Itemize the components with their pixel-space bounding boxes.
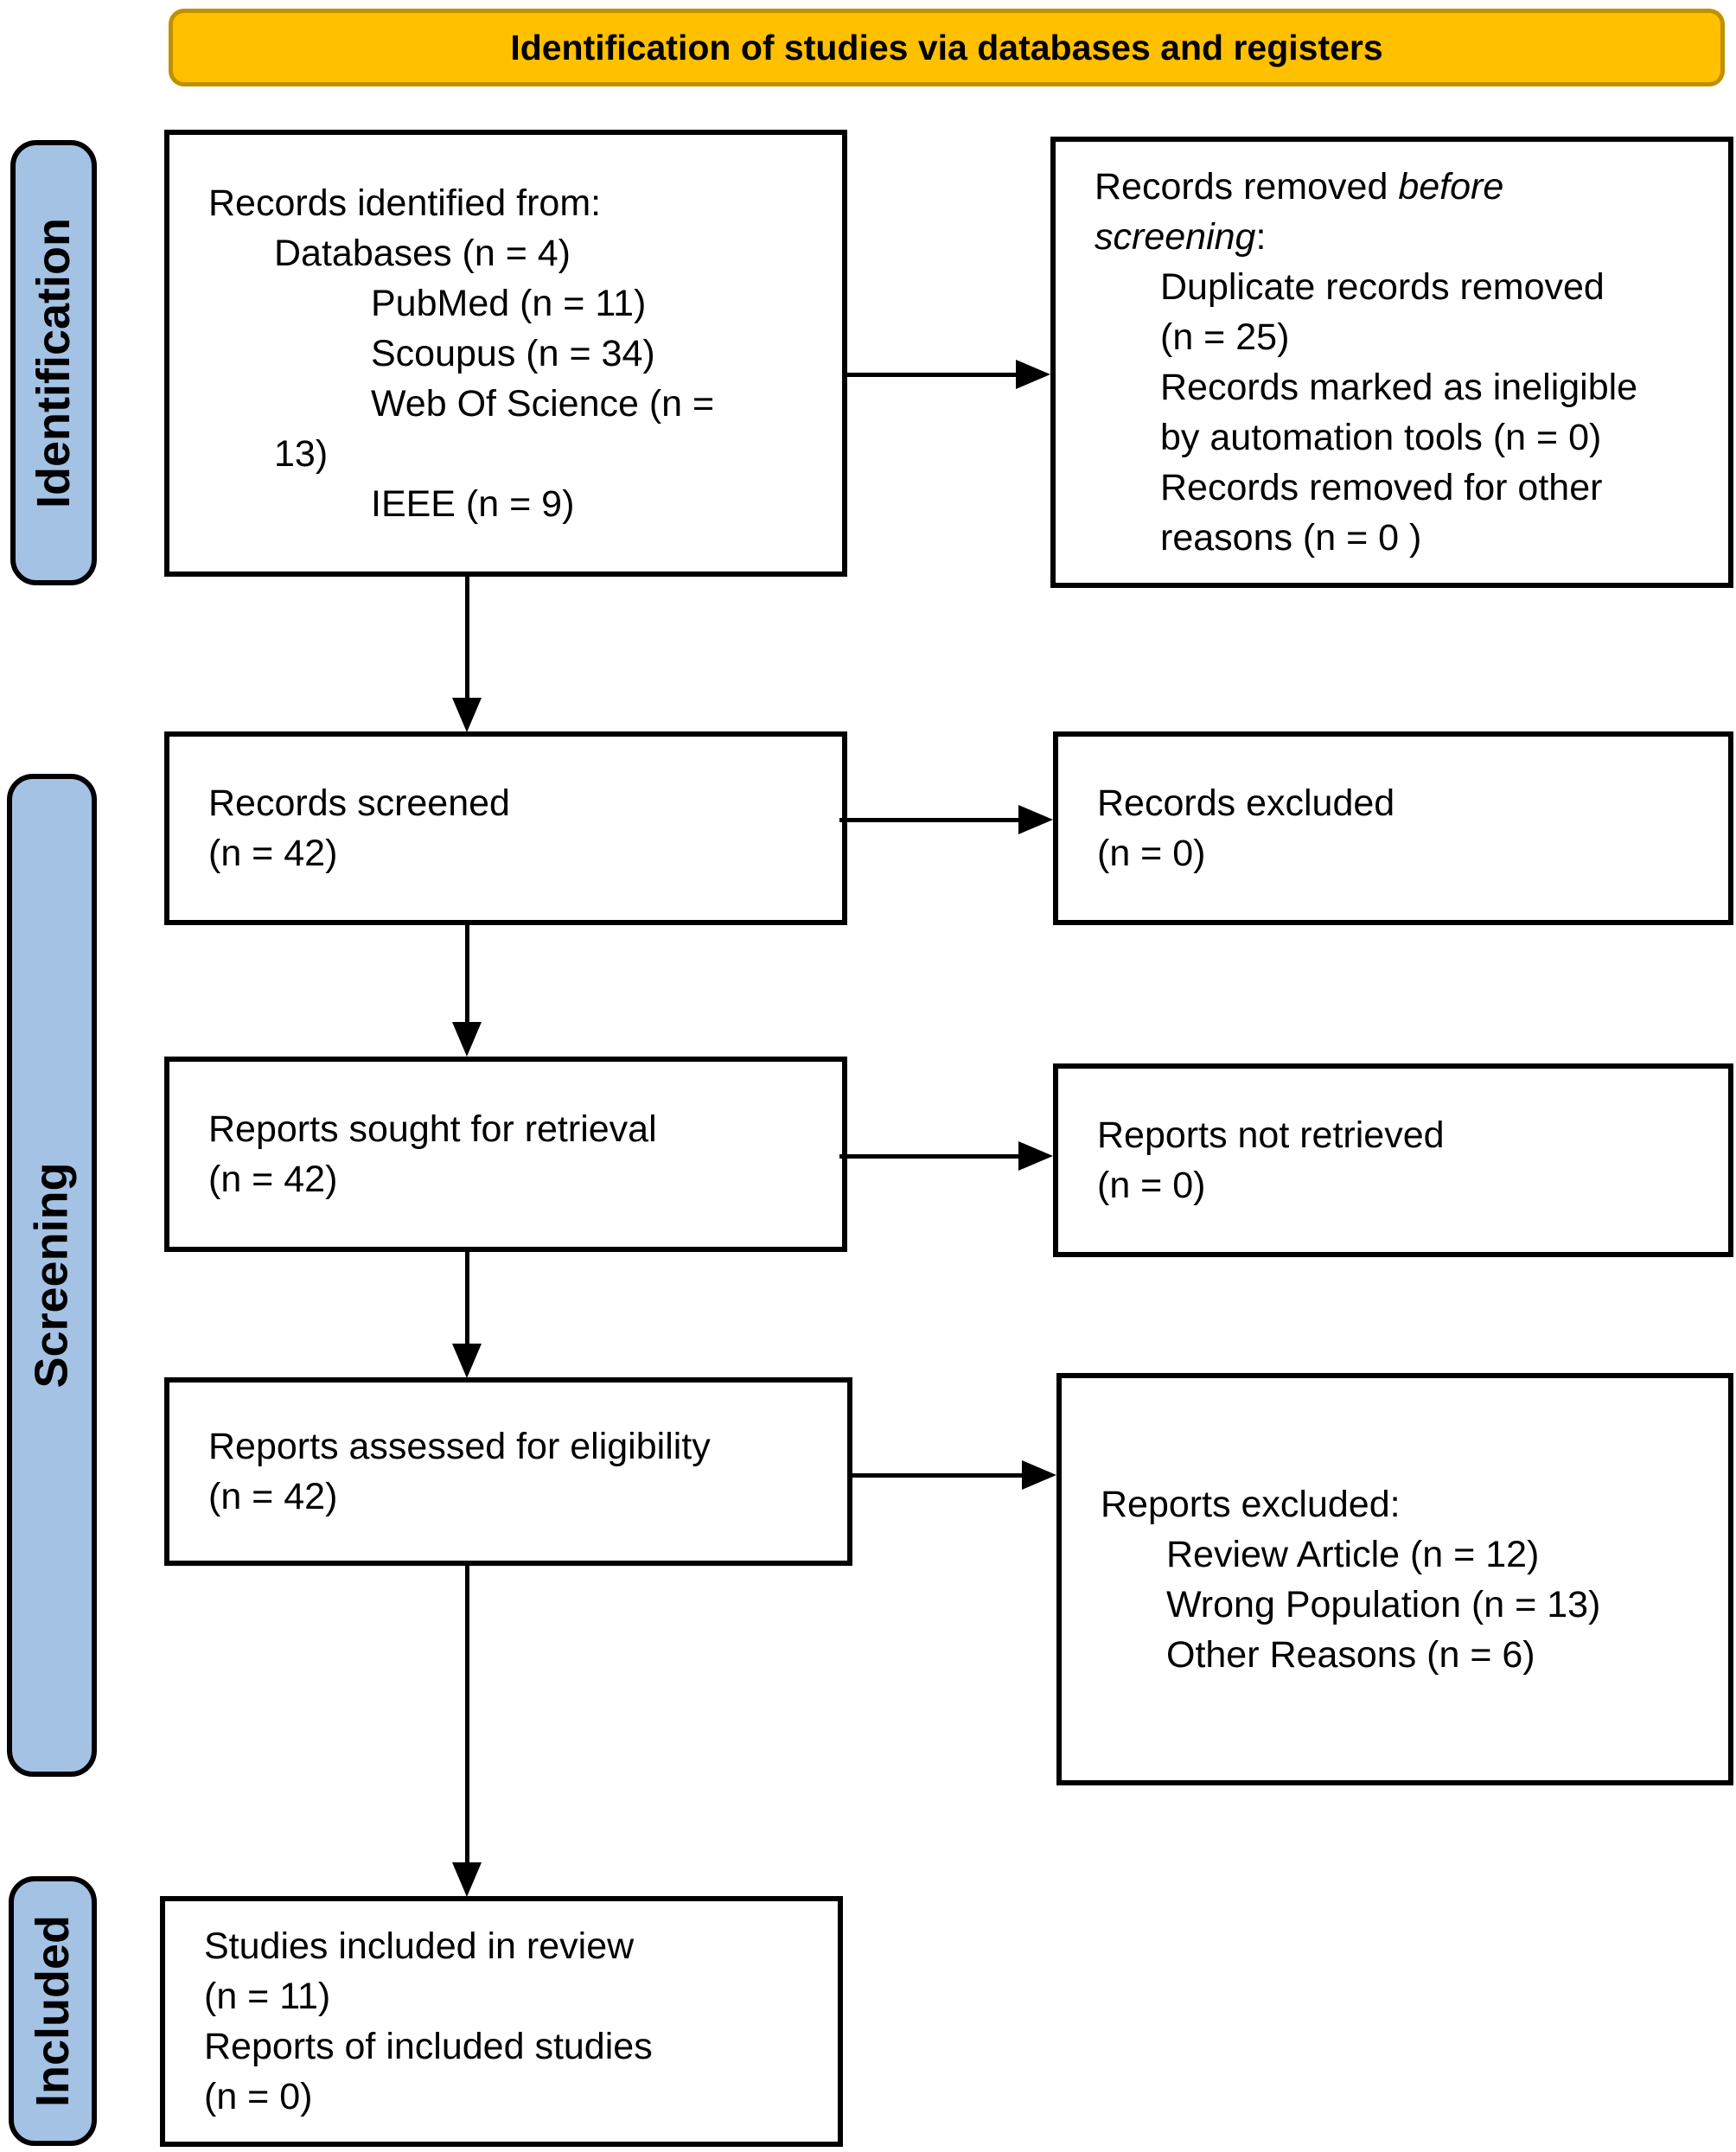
arrow-shaft <box>839 1154 1019 1159</box>
box-line: (n = 0) <box>1097 833 1206 874</box>
box-line: Databases (n = 4) <box>274 232 571 274</box>
phase-label-identification: Identification <box>10 140 97 585</box>
arrow-assessed-to-included <box>450 1566 484 1897</box>
box-line: 13) <box>274 432 329 475</box>
box-line: (n = 25) <box>1160 316 1290 358</box>
box-line: PubMed (n = 11) <box>371 282 647 324</box>
arrow-head-right <box>1018 1141 1053 1171</box>
box-line: Wrong Population (n = 13) <box>1166 1583 1601 1625</box>
arrow-screened-to-excluded <box>839 802 1053 837</box>
arrow-sought-to-assessed <box>450 1252 484 1378</box>
box-line: IEEE (n = 9) <box>371 482 575 525</box>
box-line: Duplicate records removed <box>1160 266 1605 308</box>
phase-label-screening-text: Screening <box>26 1162 78 1389</box>
arrow-shaft <box>465 1252 469 1344</box>
box-reports-not-retrieved: Reports not retrieved (n = 0) <box>1053 1063 1733 1257</box>
box-line: Records marked as ineligible <box>1160 367 1638 408</box>
box-line: Records removed before <box>1095 166 1504 208</box>
box-line: reasons (n = 0 ) <box>1160 517 1422 559</box>
arrow-head-right <box>1016 360 1050 389</box>
box-line: Records removed for other <box>1160 467 1603 508</box>
arrow-head-down <box>452 1344 482 1378</box>
arrow-shaft <box>852 1473 1023 1478</box>
arrow-head-down <box>452 1862 482 1897</box>
arrow-shaft <box>839 818 1019 822</box>
box-line: Scoupus (n = 34) <box>371 332 655 374</box>
arrow-screened-to-sought <box>450 925 484 1057</box>
arrow-head-down <box>452 1022 482 1057</box>
box-line: Other Reasons (n = 6) <box>1166 1633 1535 1676</box>
phase-label-screening: Screening <box>7 774 97 1777</box>
box-records-screened: Records screened (n = 42) <box>164 731 847 925</box>
box-line: Records excluded <box>1097 782 1395 824</box>
arrow-shaft <box>465 1566 469 1863</box>
box-line: Web Of Science (n = <box>371 382 715 425</box>
box-line: (n = 42) <box>208 833 338 874</box>
box-line: screening: <box>1095 216 1267 258</box>
box-line: Reports assessed for eligibility <box>208 1426 711 1467</box>
arrow-identified-to-removed <box>847 357 1050 392</box>
box-reports-sought: Reports sought for retrieval (n = 42) <box>164 1057 847 1252</box>
box-line: (n = 11) <box>204 1976 331 2017</box>
arrow-shaft <box>465 925 469 1023</box>
box-line: Records identified from: <box>208 182 602 224</box>
box-reports-assessed: Reports assessed for eligibility (n = 42… <box>164 1377 852 1566</box>
box-records-removed: Records removed before screening: Duplic… <box>1050 137 1733 588</box>
box-reports-excluded: Reports excluded: Review Article (n = 12… <box>1056 1373 1733 1785</box>
box-line: (n = 0) <box>1097 1165 1206 1206</box>
box-line: Studies included in review <box>204 1925 635 1967</box>
arrow-head-down <box>452 698 482 732</box>
diagram-title: Identification of studies via databases … <box>510 27 1383 67</box>
box-records-excluded: Records excluded (n = 0) <box>1053 731 1733 925</box>
box-line: Review Article (n = 12) <box>1166 1533 1540 1575</box>
box-records-identified: Records identified from: Databases (n = … <box>164 130 847 577</box>
phase-label-included-text: Included <box>27 1914 80 2108</box>
box-line: (n = 0) <box>204 2076 313 2117</box>
arrow-sought-to-not-retrieved <box>839 1139 1053 1173</box>
box-line: (n = 42) <box>208 1159 338 1200</box>
title-banner: Identification of studies via databases … <box>169 9 1725 86</box>
arrow-head-right <box>1022 1460 1056 1490</box>
box-line: by automation tools (n = 0) <box>1160 417 1602 458</box>
box-line: (n = 42) <box>208 1476 338 1517</box>
phase-label-identification-text: Identification <box>28 217 80 508</box>
arrow-shaft <box>847 373 1017 377</box>
arrow-shaft <box>465 577 469 699</box>
box-line: Reports sought for retrieval <box>208 1108 657 1150</box>
box-line: Records screened <box>208 782 510 824</box>
box-line: Reports excluded: <box>1101 1483 1401 1525</box>
phase-label-included: Included <box>9 1876 97 2146</box>
arrow-head-right <box>1018 805 1053 834</box>
arrow-assessed-to-reports-excluded <box>852 1458 1056 1492</box>
box-studies-included: Studies included in review (n = 11) Repo… <box>160 1896 843 2147</box>
box-line: Reports of included studies <box>204 2026 653 2067</box>
box-line: Reports not retrieved <box>1097 1114 1445 1156</box>
arrow-identified-to-screened <box>450 577 484 732</box>
